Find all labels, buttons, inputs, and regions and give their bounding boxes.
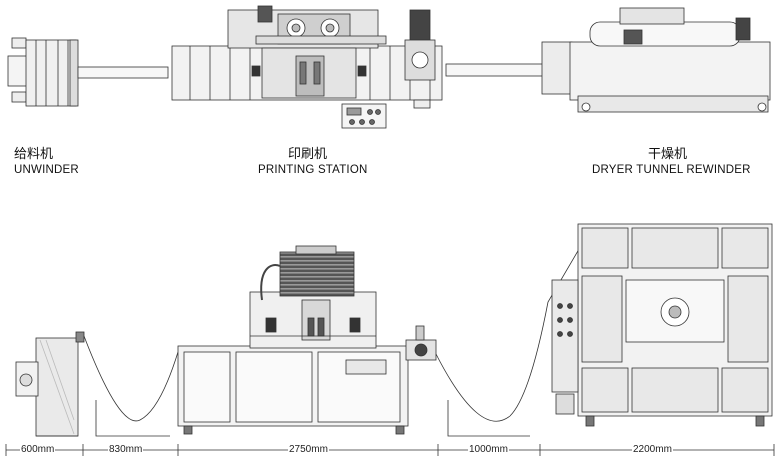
printing-station-label: 印刷机 PRINTING STATION: [258, 147, 367, 178]
printing-station-top-view: [171, 5, 443, 129]
dryer-rewinder-label: 干燥机 DRYER TUNNEL REWINDER: [592, 147, 751, 178]
dimension-dryer-rewinder: 2200mm: [632, 444, 673, 456]
dryer-rewinder-label-cn: 干燥机: [648, 147, 688, 162]
web-strip-middle: [445, 63, 547, 77]
web-loop-2: [435, 243, 583, 422]
web-loop-1: [83, 335, 179, 422]
unwinder-label-cn: 给料机: [14, 147, 54, 162]
web-strip-left: [77, 66, 169, 79]
printing-station-label-en: PRINTING STATION: [258, 164, 368, 176]
web-support-frame-2: [447, 400, 530, 437]
dryer-rewinder-label-en: DRYER TUNNEL REWINDER: [592, 164, 751, 176]
web-support-frame-1: [95, 400, 170, 437]
dimension-loop-2: 1000mm: [468, 444, 509, 456]
unwinder-side-view: [15, 331, 85, 437]
top-view: [7, 5, 771, 129]
printing-station-side-view: [177, 245, 437, 435]
side-view: [15, 223, 773, 437]
dimension-unwinder: 600mm: [20, 444, 56, 456]
printing-station-label-cn: 印刷机: [288, 147, 328, 162]
dryer-rewinder-top-view: [541, 7, 771, 113]
dimension-loop-1: 830mm: [108, 444, 144, 456]
dryer-rewinder-side-view: [551, 223, 773, 427]
dimension-printing-station: 2750mm: [288, 444, 329, 456]
unwinder-top-view: [7, 37, 79, 107]
unwinder-label: 给料机 UNWINDER: [14, 147, 79, 178]
unwinder-label-en: UNWINDER: [14, 164, 79, 176]
